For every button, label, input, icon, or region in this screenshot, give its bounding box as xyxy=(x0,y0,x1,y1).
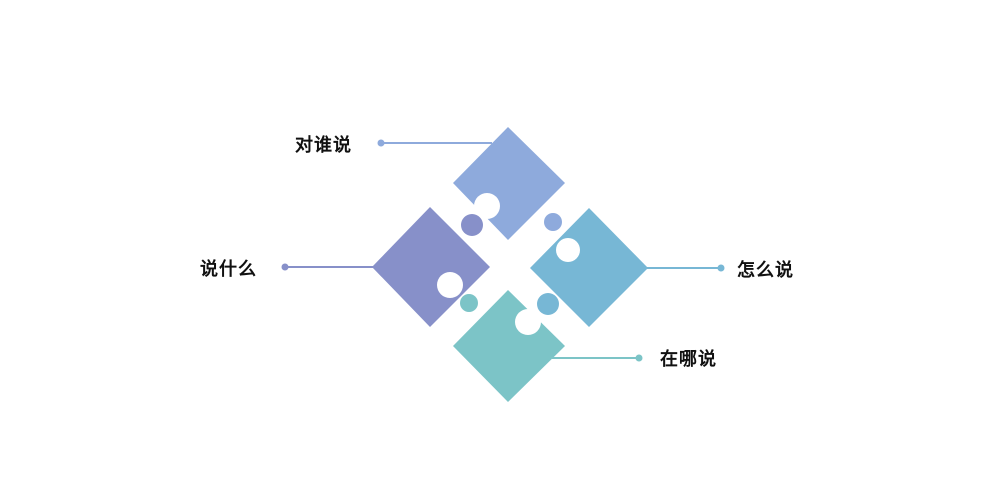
connector-left xyxy=(281,263,374,271)
label-to-whom: 对谁说 xyxy=(295,134,352,156)
label-what: 说什么 xyxy=(200,258,257,280)
label-where: 在哪说 xyxy=(660,348,717,370)
puzzle-piece-left xyxy=(372,207,490,327)
label-how: 怎么说 xyxy=(737,259,794,281)
connector-right xyxy=(646,264,725,272)
connector-bottom xyxy=(552,354,643,362)
puzzle-piece-bottom xyxy=(453,290,565,402)
puzzle-piece-right xyxy=(530,208,648,327)
connector-top xyxy=(377,139,492,147)
puzzle-piece-top xyxy=(453,127,565,240)
